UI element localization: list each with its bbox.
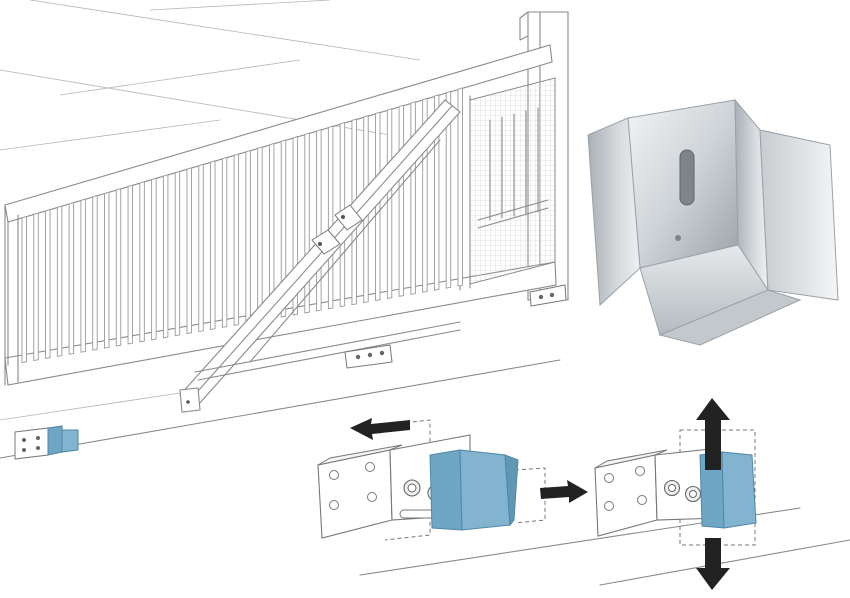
gate-picket xyxy=(92,195,98,351)
gate-picket xyxy=(233,153,240,326)
gate-picket xyxy=(210,160,216,330)
gate-picket xyxy=(398,104,405,297)
gate-picket xyxy=(198,163,204,333)
gate-picket xyxy=(174,170,181,337)
gate-picket xyxy=(410,101,416,295)
gate-picket xyxy=(115,188,122,347)
metal-catcher-photo xyxy=(587,98,839,346)
gate-picket xyxy=(280,139,287,318)
gate-picket xyxy=(139,181,145,343)
bracket-detail-vertical xyxy=(594,429,757,546)
roller-carriage xyxy=(344,284,567,369)
gate-picket xyxy=(68,202,75,355)
arrow-down-icon xyxy=(696,538,730,590)
gate-picket xyxy=(151,177,157,341)
gate-picket xyxy=(375,111,381,302)
arrow-up-icon xyxy=(696,398,730,470)
gate-picket xyxy=(104,191,110,349)
gate-picket xyxy=(221,156,228,328)
small-catcher-bracket xyxy=(14,425,79,460)
arrow-right-icon xyxy=(540,480,588,503)
gate-picket xyxy=(21,215,27,364)
gate-picket xyxy=(162,174,169,339)
gate-picket xyxy=(127,184,134,345)
gate-picket xyxy=(445,90,452,289)
gate-picket xyxy=(56,205,63,357)
gate-picket xyxy=(257,146,263,322)
gate-picket xyxy=(433,94,440,291)
gate-picket xyxy=(33,212,39,362)
sliding-gate xyxy=(4,44,557,386)
diagonal-brace xyxy=(179,99,461,413)
gate-picket xyxy=(80,198,86,353)
gate-pickets xyxy=(21,87,463,364)
gate-picket xyxy=(186,167,192,335)
mounting-hole xyxy=(675,235,681,241)
gate-picket xyxy=(327,125,334,310)
gate-picket xyxy=(45,208,51,359)
brace-bolt xyxy=(341,215,345,219)
gate-picket xyxy=(386,108,393,299)
bracket-detail-horizontal xyxy=(317,419,546,541)
arrow-left-icon xyxy=(350,418,410,440)
mounting-slot xyxy=(679,149,695,206)
brace-bolt xyxy=(318,242,322,246)
gate-picket xyxy=(457,87,463,287)
gate-picket xyxy=(245,149,251,324)
gate-picket xyxy=(304,132,310,314)
